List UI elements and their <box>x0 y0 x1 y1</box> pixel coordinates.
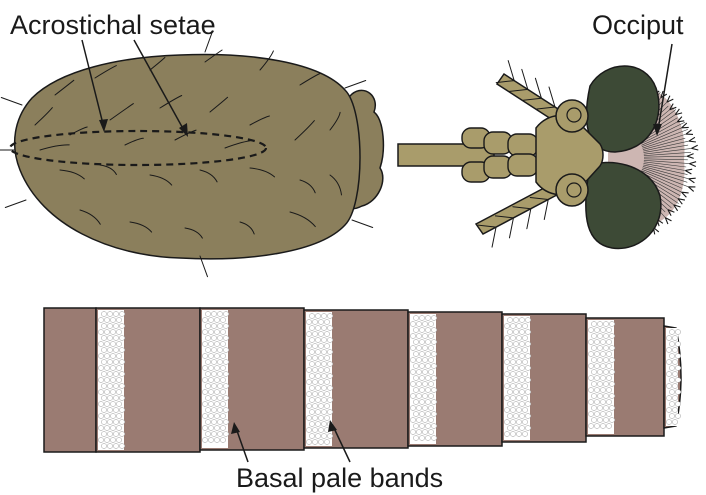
occiput-label: Occiput <box>592 10 684 40</box>
basal-pale-band <box>202 310 229 448</box>
basal-pale-band <box>588 320 615 434</box>
abdominal-segment <box>44 308 96 452</box>
head <box>398 61 698 249</box>
pedicel-upper-inner <box>567 108 581 122</box>
pedicel-lower-inner <box>567 183 581 197</box>
basal-pale-band <box>410 314 437 444</box>
thorax <box>0 31 383 276</box>
acrostichal-setae-label: Acrostichal setae <box>10 10 216 40</box>
basal-pale-band <box>98 310 125 450</box>
abdomen <box>44 308 681 452</box>
basal-pale-bands-label: Basal pale bands <box>236 463 443 493</box>
basal-pale-band <box>504 316 531 440</box>
basal-pale-band <box>306 312 333 446</box>
